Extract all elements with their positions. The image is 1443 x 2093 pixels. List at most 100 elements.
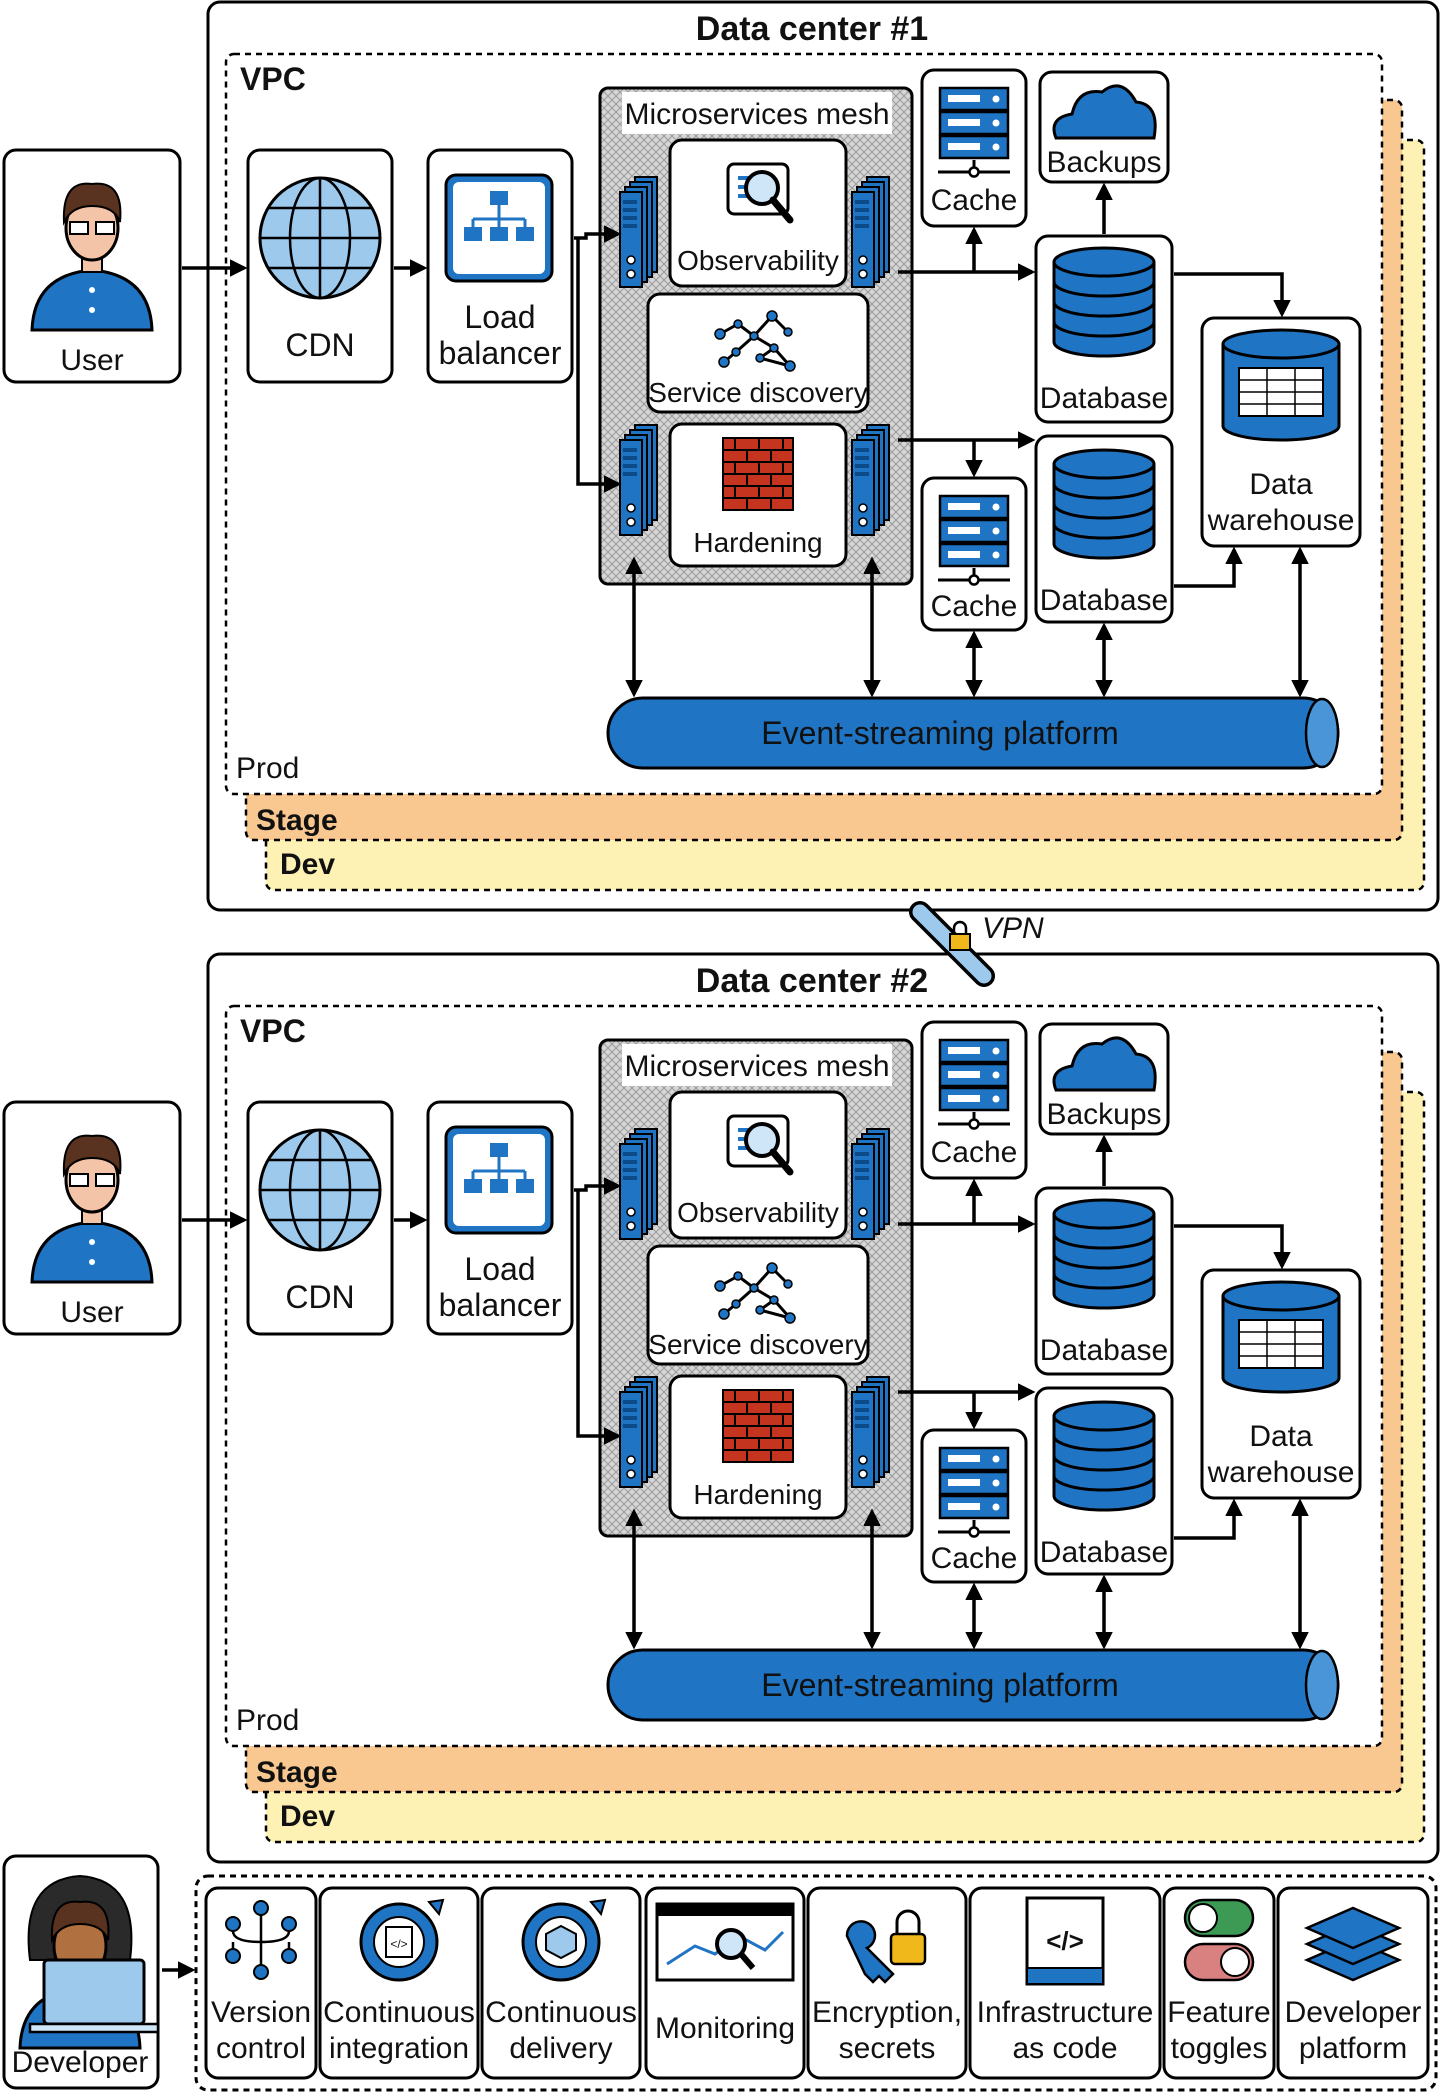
- env-prod-label: Prod: [236, 1704, 299, 1737]
- glasses-icon: [69, 1173, 89, 1187]
- network-graph-icon: [714, 310, 796, 372]
- developer-section: DeveloperVersioncontrol</>Continuousinte…: [2, 1854, 1438, 2092]
- developer-platform-icon: [1303, 1906, 1403, 1982]
- mesh-title-bg: [622, 1044, 892, 1086]
- user-button: [89, 307, 95, 313]
- hardening-label: Hardening: [693, 1479, 822, 1510]
- user-node: User: [2, 1100, 182, 1336]
- tool-label: Feature: [1167, 1996, 1270, 2029]
- lock-icon: [949, 933, 971, 951]
- backups-node: Backups: [1038, 1022, 1170, 1136]
- continuous-delivery-icon: [521, 1898, 607, 1982]
- tool-box: [1162, 1886, 1276, 2080]
- server-icon: [938, 1038, 1010, 1130]
- cdn-label: CDN: [285, 327, 354, 363]
- observability-label: Observability: [677, 245, 839, 276]
- arrow-lb-mesh-top: [574, 1177, 622, 1195]
- cache-bottom-node: Cache: [920, 1428, 1028, 1584]
- mesh-title-bg: [622, 92, 892, 134]
- database-bottom-node: Database: [1034, 434, 1174, 624]
- tool-monitoring[interactable]: Monitoring: [644, 1886, 806, 2080]
- arrow-lb-mesh-bottom: [576, 1190, 622, 1445]
- tool-encryption-secrets[interactable]: Encryption,secrets: [806, 1886, 968, 2080]
- user-avatar-icon: [30, 1134, 154, 1284]
- cloud-icon: [1052, 84, 1157, 140]
- tool-label: Developer: [1285, 1996, 1422, 2029]
- user-button: [89, 1239, 95, 1245]
- connectors: [182, 1134, 1309, 1650]
- database-top-node: Database: [1034, 234, 1174, 424]
- user-button: [89, 287, 95, 293]
- tool-label: Monitoring: [655, 2012, 795, 2045]
- vpc-label: VPC: [240, 61, 306, 97]
- load-balancer-label-2: balancer: [439, 335, 562, 371]
- pipe-end: [1304, 697, 1340, 769]
- database-label: Database: [1040, 1334, 1168, 1367]
- load-balancer-label-2: balancer: [439, 1287, 562, 1323]
- user-button: [89, 1259, 95, 1265]
- cloud-icon: [1052, 1036, 1157, 1092]
- mesh-title: Microservices mesh: [624, 98, 889, 131]
- database-icon: [1052, 246, 1156, 358]
- tool-label: Encryption,: [812, 1996, 962, 2029]
- arrow-db2-warehouse: [1174, 1498, 1243, 1540]
- event-streaming-label: Event-streaming platform: [761, 715, 1118, 751]
- load-balancer-icon: [444, 1125, 554, 1235]
- magnifier-icon: [726, 162, 794, 224]
- server-stack-icon: [851, 1376, 890, 1488]
- database-label: Database: [1040, 1536, 1168, 1569]
- monitoring-icon: [655, 1902, 795, 1982]
- arrow-db2-warehouse: [1174, 546, 1243, 588]
- cdn-node: CDN: [246, 148, 394, 384]
- encryption-secrets-icon: [845, 1909, 927, 1984]
- vpn-layer: VPN: [909, 901, 1044, 987]
- globe-icon: [258, 176, 382, 300]
- arrow-lb-mesh-bottom: [576, 238, 622, 493]
- tool-label: as code: [1012, 2032, 1117, 2065]
- tool-box: [318, 1886, 480, 2080]
- tool-label: control: [216, 2032, 306, 2065]
- data-warehouse-label-2: warehouse: [1207, 1456, 1355, 1489]
- tool-label: Continuous: [485, 1996, 637, 2029]
- user-node: User: [2, 148, 182, 384]
- data-warehouse-label-1: Data: [1249, 468, 1313, 501]
- cache-top-node: Cache: [920, 68, 1028, 228]
- code-glyph: </>: [390, 1937, 407, 1951]
- pipe-end: [1304, 1649, 1340, 1721]
- event-streaming-label: Event-streaming platform: [761, 1667, 1118, 1703]
- tool-box: [1276, 1886, 1430, 2080]
- database-label: Database: [1040, 584, 1168, 617]
- tool-label: delivery: [509, 2032, 612, 2065]
- data-warehouse-icon: [1221, 1280, 1341, 1394]
- observability-node: Observability: [668, 138, 848, 288]
- developer-node: Developer: [2, 1854, 160, 2090]
- tool-label: Infrastructure: [977, 1996, 1154, 2029]
- service-discovery-label: Service discovery: [648, 1329, 867, 1360]
- connectors: [182, 182, 1309, 698]
- vpc-label: VPC: [240, 1013, 306, 1049]
- laptop-base: [28, 2022, 160, 2034]
- lock-shackle: [952, 920, 968, 934]
- cache-label: Cache: [931, 1542, 1018, 1575]
- tool-label: Version: [211, 1996, 311, 2029]
- data-warehouse-icon: [1221, 328, 1341, 442]
- service-discovery-node: Service discovery: [646, 1244, 870, 1366]
- firewall-icon: [722, 1389, 794, 1463]
- env-prod-label: Prod: [236, 752, 299, 785]
- glasses-icon: [69, 221, 89, 235]
- server-icon: [938, 1446, 1010, 1538]
